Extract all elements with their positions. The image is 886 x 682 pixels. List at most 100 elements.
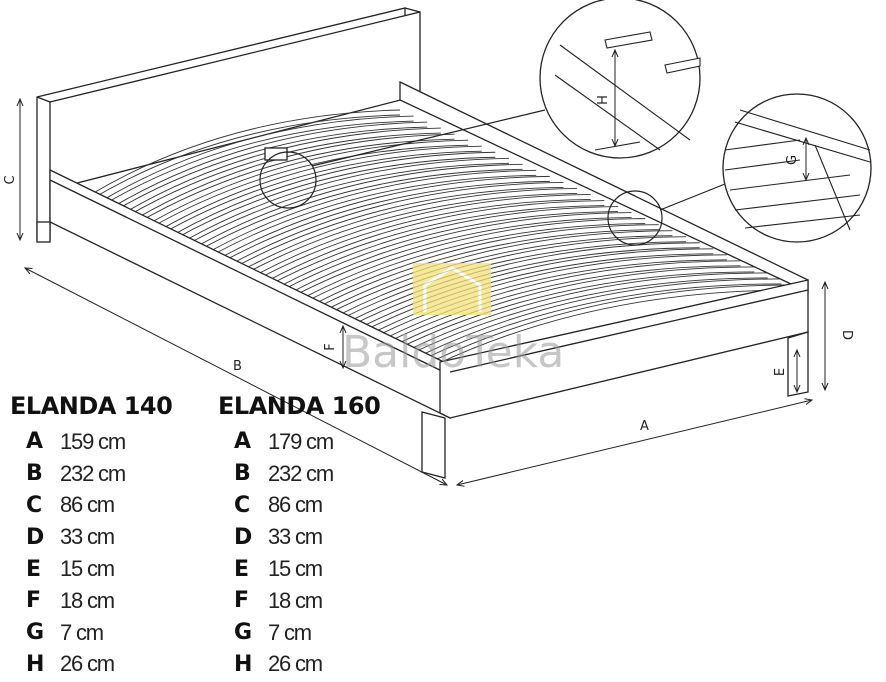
slat	[434, 289, 796, 366]
slat	[149, 139, 469, 224]
slat	[101, 115, 414, 202]
slat	[208, 174, 537, 258]
table-title: ELANDA 160	[218, 392, 381, 420]
slat	[173, 156, 496, 241]
dim-line-a	[457, 400, 812, 485]
slat	[161, 145, 482, 230]
dimension-value: 18 cm	[60, 587, 115, 613]
table-title: ELANDA 140	[10, 392, 173, 420]
dimension-key: H	[26, 651, 45, 677]
dimension-value: 232 cm	[268, 460, 334, 486]
slat	[89, 109, 401, 196]
dimension-value: 7 cm	[268, 619, 312, 645]
dimension-row: H 26 cm	[10, 649, 172, 681]
dimension-row: D 33 cm	[10, 521, 172, 553]
watermark-text: BaldoTeka	[342, 327, 564, 378]
dim-label-d: D	[839, 330, 854, 340]
dimension-value: 15 cm	[268, 556, 323, 582]
magnifier-rail	[607, 190, 663, 246]
slat	[184, 157, 509, 241]
slat	[232, 181, 564, 264]
dimension-key: D	[26, 524, 45, 550]
dim-label-f: F	[323, 343, 338, 350]
dimension-row: C 86 cm	[218, 490, 380, 522]
slat	[89, 114, 401, 201]
dimension-key: E	[26, 556, 42, 582]
dimension-key: A	[234, 429, 252, 455]
slat	[173, 151, 496, 236]
headboard-leg	[36, 221, 51, 243]
dimension-key: H	[234, 651, 253, 677]
dimension-value: 26 cm	[268, 651, 323, 677]
dimension-row: A 159 cm	[10, 426, 172, 458]
slat	[411, 272, 768, 350]
slat	[268, 205, 605, 286]
dimension-row: G 7 cm	[218, 617, 380, 649]
dimension-row: H 26 cm	[218, 649, 380, 681]
slat	[280, 206, 618, 287]
headboard-face	[49, 11, 421, 191]
slat	[434, 284, 796, 361]
slat	[184, 162, 509, 246]
slat	[256, 194, 591, 276]
dimension-value: 33 cm	[60, 524, 115, 550]
dimension-key: F	[26, 588, 42, 614]
dimension-value: 179 cm	[268, 428, 334, 454]
dimension-key: G	[234, 620, 253, 646]
slat	[244, 192, 578, 275]
slat	[101, 120, 414, 207]
dim-label-c: C	[3, 175, 18, 184]
dimension-key: B	[234, 461, 251, 487]
slat	[411, 277, 768, 355]
dim-label-e: E	[773, 368, 788, 376]
dimension-value: 86 cm	[60, 492, 115, 518]
slat	[256, 199, 591, 281]
slat	[208, 169, 537, 253]
slat	[244, 187, 578, 270]
dimension-key: E	[234, 556, 250, 582]
dimension-key: A	[26, 429, 44, 455]
leg-front-right	[787, 331, 809, 397]
slat	[113, 126, 428, 212]
dimension-row: E 15 cm	[218, 553, 380, 585]
dim-label-h: H	[596, 95, 611, 105]
dimension-row: F 18 cm	[218, 585, 380, 617]
dimension-value: 26 cm	[60, 651, 115, 677]
dim-label-a: A	[640, 419, 649, 434]
slat	[149, 144, 469, 229]
dimension-value: 33 cm	[268, 524, 323, 550]
dimension-row: F 18 cm	[10, 585, 172, 617]
dimension-key: C	[234, 492, 251, 518]
slat	[351, 242, 700, 321]
slat	[232, 186, 564, 269]
dimension-row: A 179 cm	[218, 426, 380, 458]
dimension-value: 7 cm	[60, 619, 104, 645]
dimension-value: 232 cm	[60, 460, 126, 486]
dimension-value: 86 cm	[268, 492, 323, 518]
slat	[422, 283, 782, 360]
dimension-value: 159 cm	[60, 428, 126, 454]
slat	[220, 180, 550, 263]
dimension-key: F	[234, 588, 250, 614]
watermark-logo	[413, 263, 491, 315]
dimension-value: 18 cm	[268, 587, 323, 613]
slat	[220, 175, 550, 258]
dim-label-b: B	[233, 359, 242, 374]
dimension-row: B 232 cm	[218, 458, 380, 490]
slat	[268, 200, 605, 281]
slat	[422, 278, 782, 355]
leg-front-left	[421, 411, 446, 479]
slat	[113, 121, 428, 207]
dimension-row: C 86 cm	[10, 490, 172, 522]
dimension-value: 15 cm	[60, 556, 115, 582]
slat	[137, 138, 455, 224]
dimension-key: C	[26, 492, 43, 518]
dim-label-g: G	[785, 155, 800, 165]
slat	[196, 163, 523, 247]
slat	[161, 150, 482, 235]
